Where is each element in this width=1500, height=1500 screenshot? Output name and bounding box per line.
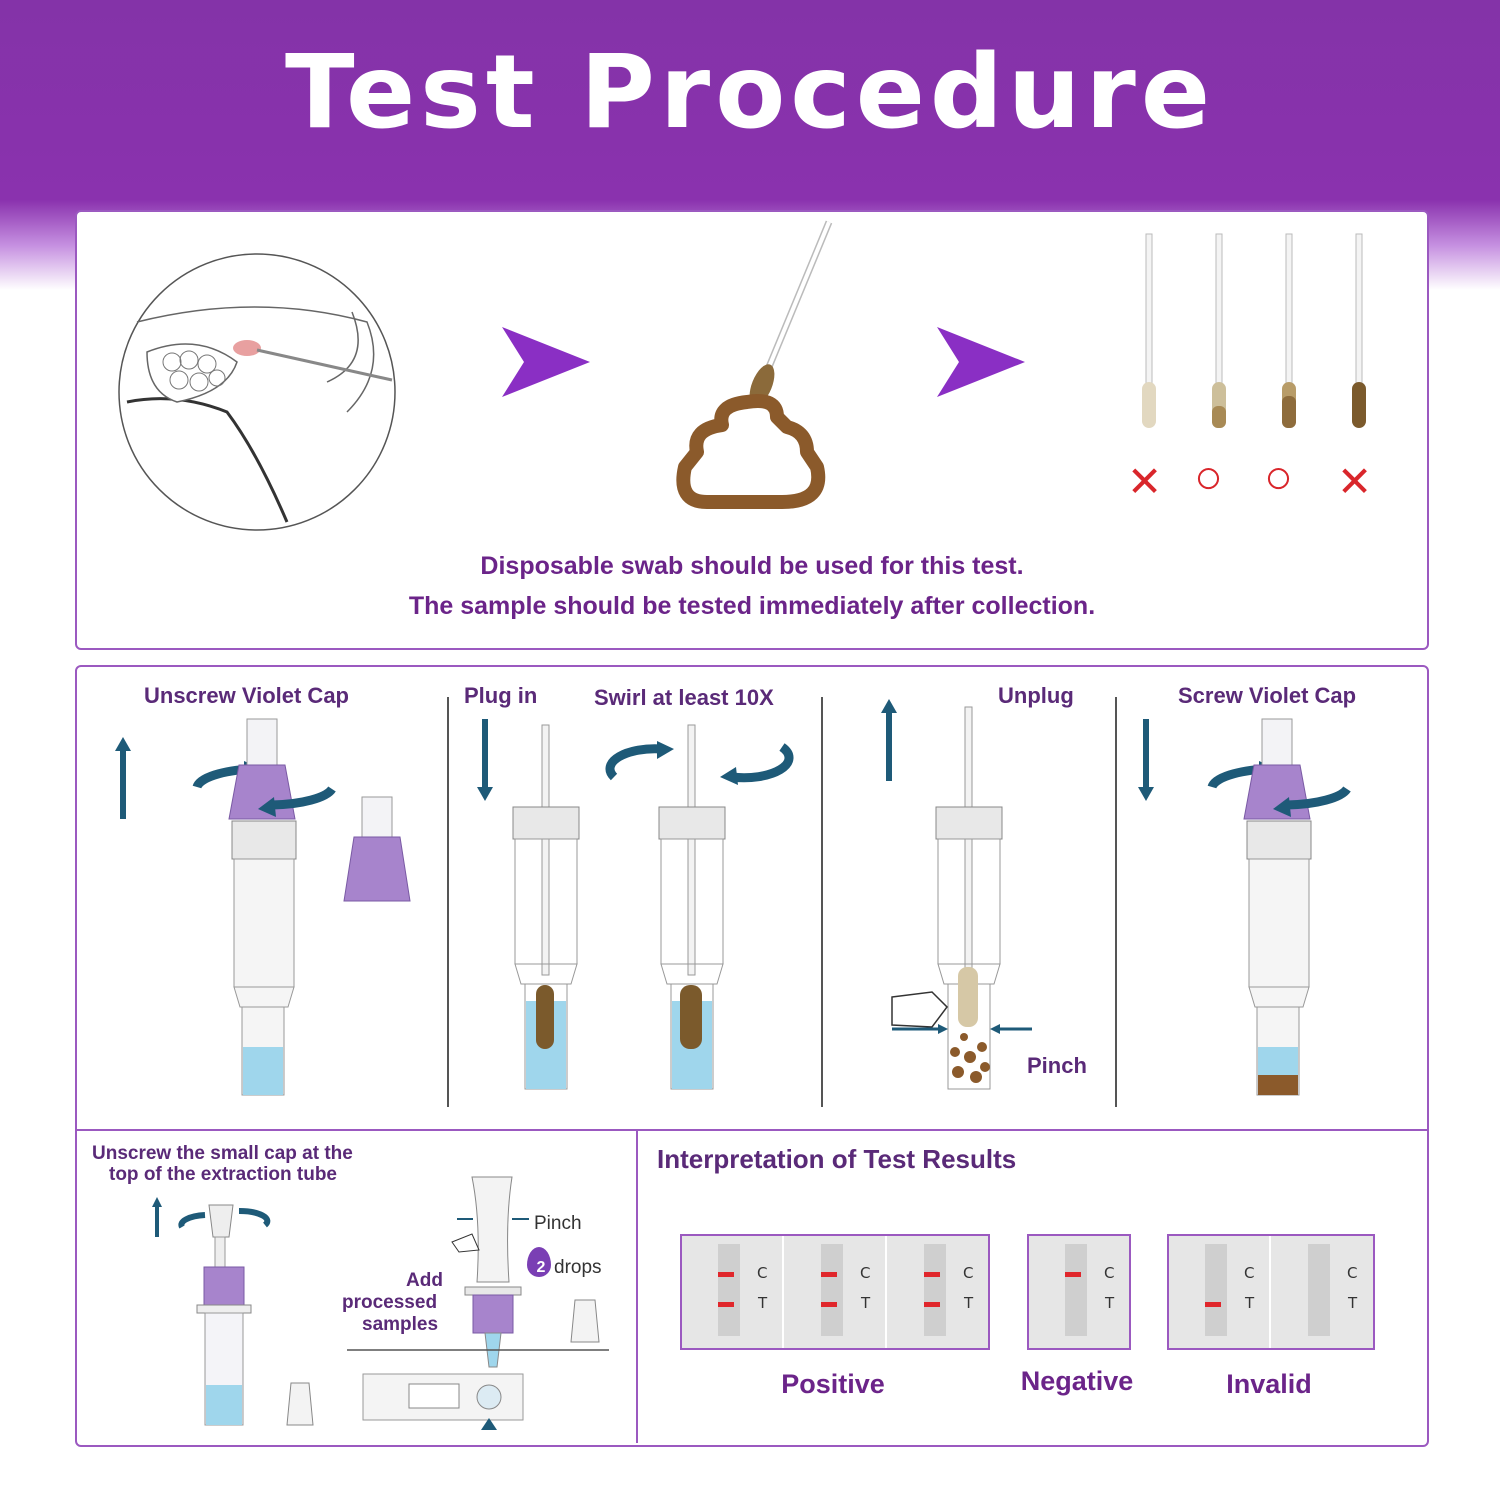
negative-label: Negative	[1020, 1366, 1134, 1396]
test-line	[924, 1302, 940, 1307]
step-label-unplug: Unplug	[998, 683, 1074, 708]
add-samples-label-line3: samples	[362, 1314, 439, 1335]
add-samples-label-line1: Add	[406, 1270, 443, 1291]
swab-caption-line2: The sample should be tested immediately …	[408, 592, 1096, 620]
next-arrow-icon	[502, 327, 590, 397]
result-window	[821, 1244, 843, 1336]
violet-cap-icon	[343, 796, 411, 902]
c-label: C	[1104, 1264, 1115, 1282]
up-arrow-icon	[115, 737, 131, 819]
step-divider	[1115, 697, 1117, 1107]
control-line	[821, 1272, 837, 1277]
small-cap-unscrew-illustration	[152, 1197, 314, 1426]
down-arrow-icon	[1138, 719, 1154, 801]
drops-label: drops	[554, 1257, 602, 1278]
stool-swab-icon	[676, 220, 833, 509]
sampling-illustration	[118, 253, 396, 531]
result-window	[924, 1244, 946, 1336]
result-window	[1065, 1244, 1087, 1336]
result-cassette-positive: C T C T C T	[680, 1234, 990, 1350]
positive-label: Positive	[781, 1369, 885, 1399]
c-label: C	[1244, 1264, 1255, 1282]
control-line	[1065, 1272, 1081, 1277]
step-label-unscrew: Unscrew Violet Cap	[144, 683, 349, 708]
t-label: T	[758, 1294, 768, 1312]
t-label: T	[1105, 1294, 1115, 1312]
unscrew-small-cap-label-line2: top of the extraction tube	[109, 1164, 337, 1185]
next-arrow-icon	[937, 327, 1025, 397]
t-label: T	[964, 1294, 974, 1312]
drops-count-badge: 2	[536, 1259, 546, 1276]
c-label: C	[757, 1264, 768, 1282]
invalid-label: Invalid	[1226, 1369, 1312, 1399]
test-line	[821, 1302, 837, 1307]
step-label-swirl: Swirl at least 10X	[594, 685, 774, 710]
result-window	[718, 1244, 740, 1336]
step-label-pinch: Pinch	[1027, 1053, 1087, 1078]
swab-icon	[1282, 233, 1296, 428]
swab-icon	[1142, 233, 1156, 428]
results-title: Interpretation of Test Results	[657, 1144, 1017, 1174]
swab-too-much-mark: ✕	[1337, 458, 1373, 505]
sample-collection-panel: ✕ ○ ○ ✕ Disposable swab should be used f…	[75, 210, 1429, 650]
step-label-plug-in: Plug in	[464, 683, 538, 708]
pinch-label: Pinch	[534, 1213, 582, 1234]
procedure-panel: Unscrew Violet Cap Plug in Swirl at leas…	[75, 665, 1429, 1447]
swab-icon	[1212, 233, 1226, 428]
swab-too-little-mark: ✕	[1127, 458, 1163, 505]
add-samples-label-line2: processed	[342, 1292, 438, 1313]
c-label: C	[860, 1264, 871, 1282]
swirl-arrows-icon	[605, 741, 794, 785]
result-window	[1205, 1244, 1227, 1336]
t-label: T	[861, 1294, 871, 1312]
panel-divider	[636, 1129, 638, 1443]
extraction-tube-unplug	[891, 706, 1032, 1090]
swab-icon	[1352, 233, 1366, 428]
extraction-tube-screw-cap	[1207, 718, 1351, 1096]
page-title: Test Procedure	[284, 33, 1216, 152]
t-label: T	[1348, 1294, 1358, 1312]
c-label: C	[1347, 1264, 1358, 1282]
cassette-strip: C T	[785, 1236, 887, 1348]
test-line	[1205, 1302, 1221, 1307]
control-line	[718, 1272, 734, 1277]
down-arrow-icon	[477, 719, 493, 801]
panel-divider	[77, 1129, 1427, 1131]
t-label: T	[1245, 1294, 1255, 1312]
c-label: C	[963, 1264, 974, 1282]
cassette-strip: C T	[1169, 1236, 1271, 1348]
cassette-strip: C T	[1272, 1236, 1372, 1348]
up-arrow-icon	[881, 699, 897, 781]
control-line	[924, 1272, 940, 1277]
extraction-tube-swirl	[658, 724, 726, 1090]
swab-ok-mark: ○	[1194, 451, 1223, 504]
cassette-strip: C T	[682, 1236, 784, 1348]
step-label-screw: Screw Violet Cap	[1178, 683, 1357, 708]
result-cassette-invalid: C T C T	[1167, 1234, 1375, 1350]
dropper-and-cassette-illustration	[347, 1176, 609, 1430]
drop-icon	[527, 1247, 551, 1277]
result-cassette-negative: C T	[1027, 1234, 1131, 1350]
test-line	[718, 1302, 734, 1307]
swab-caption-line1: Disposable swab should be used for this …	[480, 552, 1024, 580]
cassette-strip: C T	[888, 1236, 988, 1348]
unscrew-small-cap-label-line1: Unscrew the small cap at the	[92, 1143, 353, 1164]
extraction-tube-plug-in	[512, 724, 580, 1090]
extraction-tube-with-cap	[192, 718, 336, 1096]
step-divider	[447, 697, 449, 1107]
result-window	[1308, 1244, 1330, 1336]
swab-ok-mark: ○	[1264, 451, 1293, 504]
step-divider	[821, 697, 823, 1107]
